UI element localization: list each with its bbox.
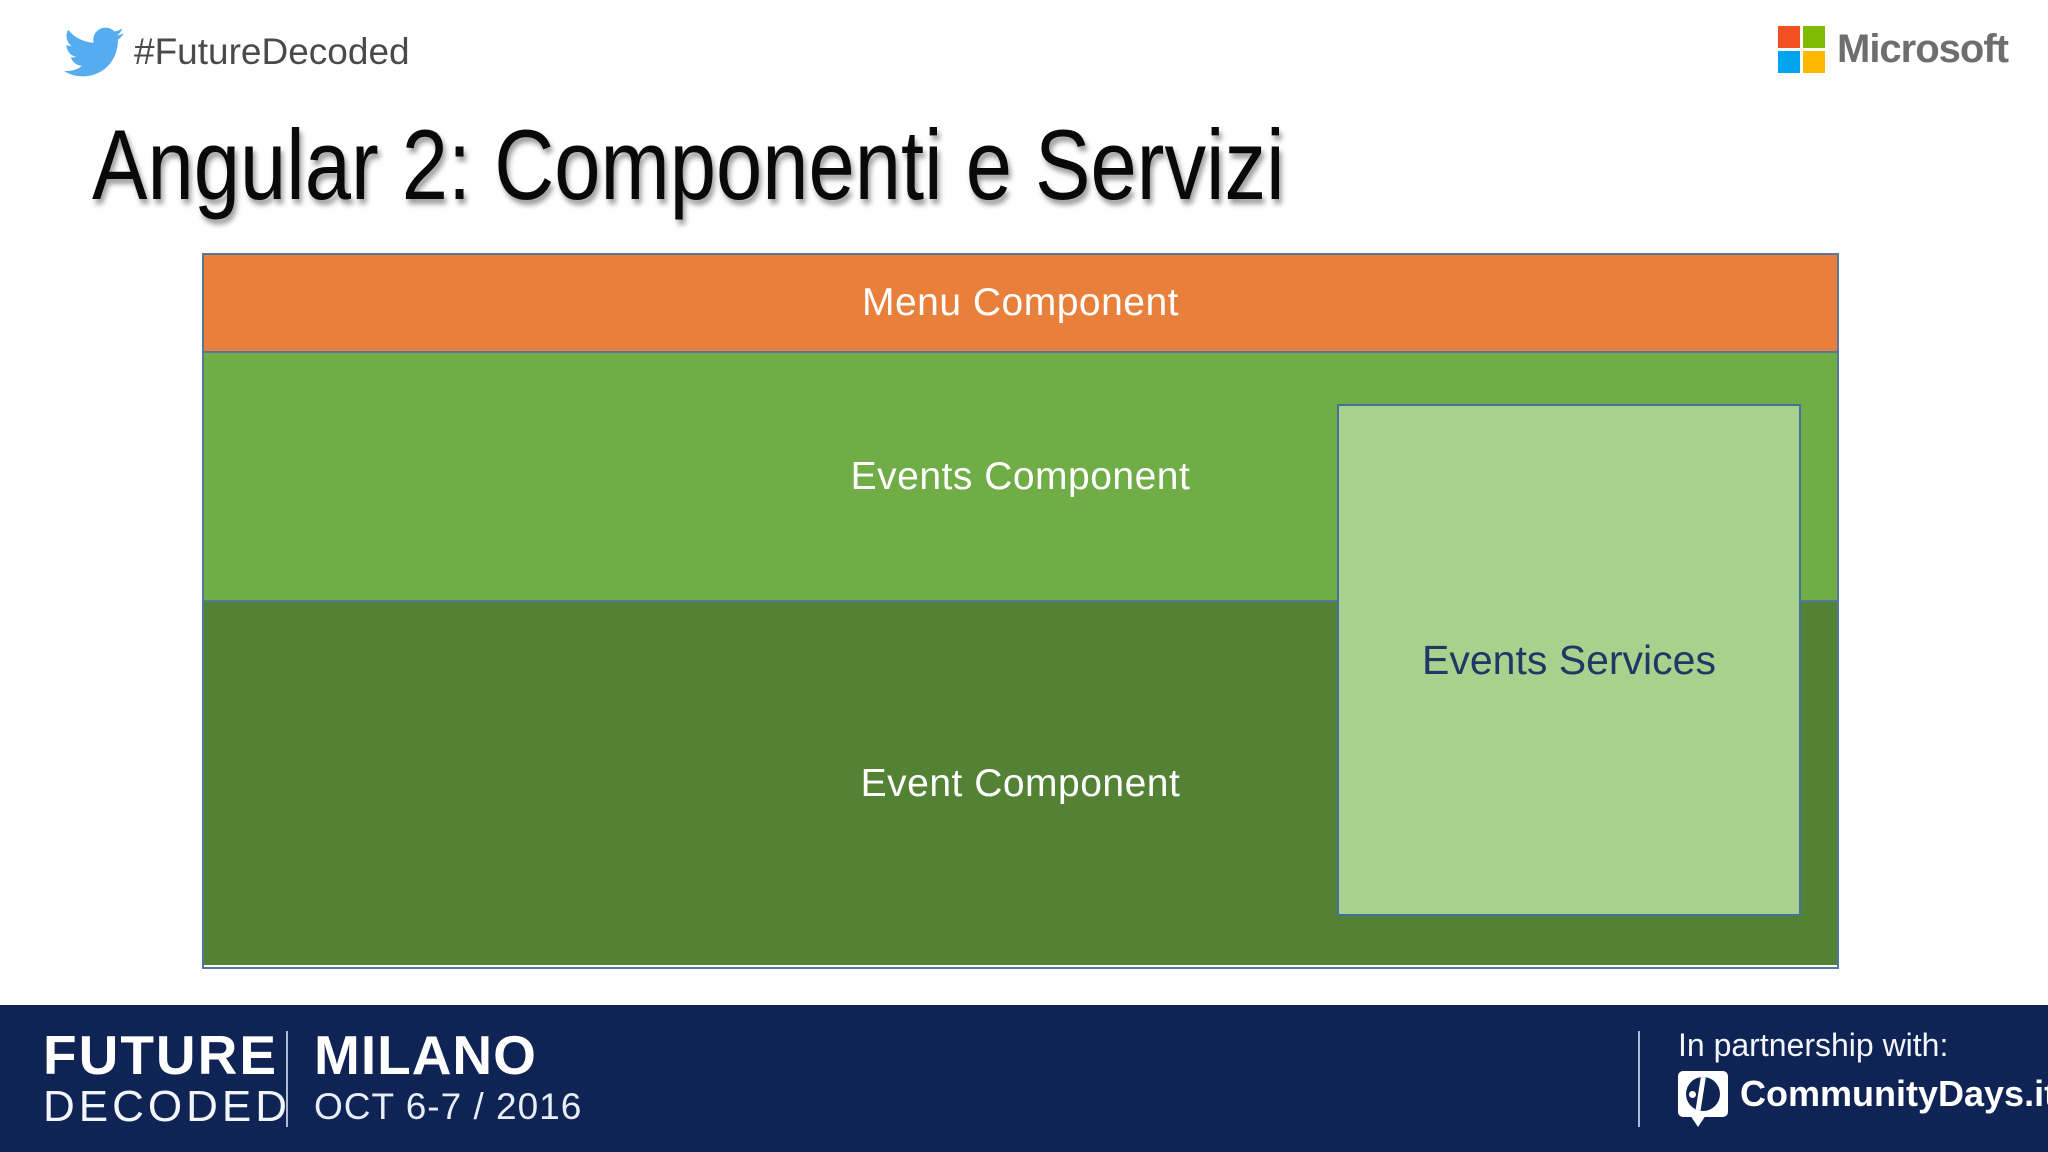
- partnership-block: In partnership with: CommunityDays.it: [1678, 1023, 2048, 1129]
- communitydays-bubble-tail: [1690, 1115, 1706, 1127]
- hashtag-label: #FutureDecoded: [134, 31, 410, 72]
- partner-name: CommunityDays.it: [1740, 1073, 2048, 1114]
- communitydays-icon: [1678, 1071, 1728, 1129]
- microsoft-squares-icon: [1778, 26, 1825, 73]
- menu-component-label: Menu Component: [861, 281, 1180, 324]
- component-diagram: Menu Component Events Component Event Co…: [202, 253, 1839, 969]
- future-decoded-line2: DECODED: [43, 1082, 292, 1131]
- event-date: OCT 6-7 / 2016: [314, 1086, 583, 1127]
- twitter-bird-icon: [64, 27, 124, 77]
- microsoft-wordmark: Microsoft: [1837, 27, 2009, 71]
- event-location-block: MILANO OCT 6-7 / 2016: [314, 1027, 582, 1131]
- future-decoded-logo: FUTURE DECODED: [43, 1027, 291, 1131]
- microsoft-square-red: [1778, 26, 1800, 48]
- footer-divider-right: [1638, 1031, 1640, 1127]
- events-component-label: Events Component: [850, 454, 1191, 498]
- event-city: MILANO: [314, 1024, 537, 1086]
- events-services-label: Events Services: [1422, 636, 1716, 683]
- communitydays-circle-icon: [1686, 1077, 1720, 1111]
- events-services-box: Events Services: [1337, 404, 1801, 916]
- future-decoded-line1: FUTURE: [43, 1024, 279, 1086]
- microsoft-square-yellow: [1803, 51, 1825, 73]
- hashtag-badge: #FutureDecoded: [56, 22, 410, 82]
- footer-divider-left: [286, 1031, 288, 1127]
- event-component-label: Event Component: [860, 761, 1181, 805]
- microsoft-square-blue: [1778, 51, 1800, 73]
- partner-logo-row: CommunityDays.it: [1678, 1071, 2048, 1129]
- partnership-label: In partnership with:: [1678, 1027, 1949, 1063]
- menu-component-box: Menu Component: [204, 255, 1837, 353]
- page-title: Angular 2: Componenti e Servizi: [92, 109, 1285, 220]
- microsoft-logo: Microsoft: [1778, 26, 2009, 73]
- footer-bar: FUTURE DECODED MILANO OCT 6-7 / 2016 In …: [0, 1005, 2048, 1152]
- microsoft-square-green: [1803, 26, 1825, 48]
- communitydays-bubble-icon: [1678, 1071, 1728, 1117]
